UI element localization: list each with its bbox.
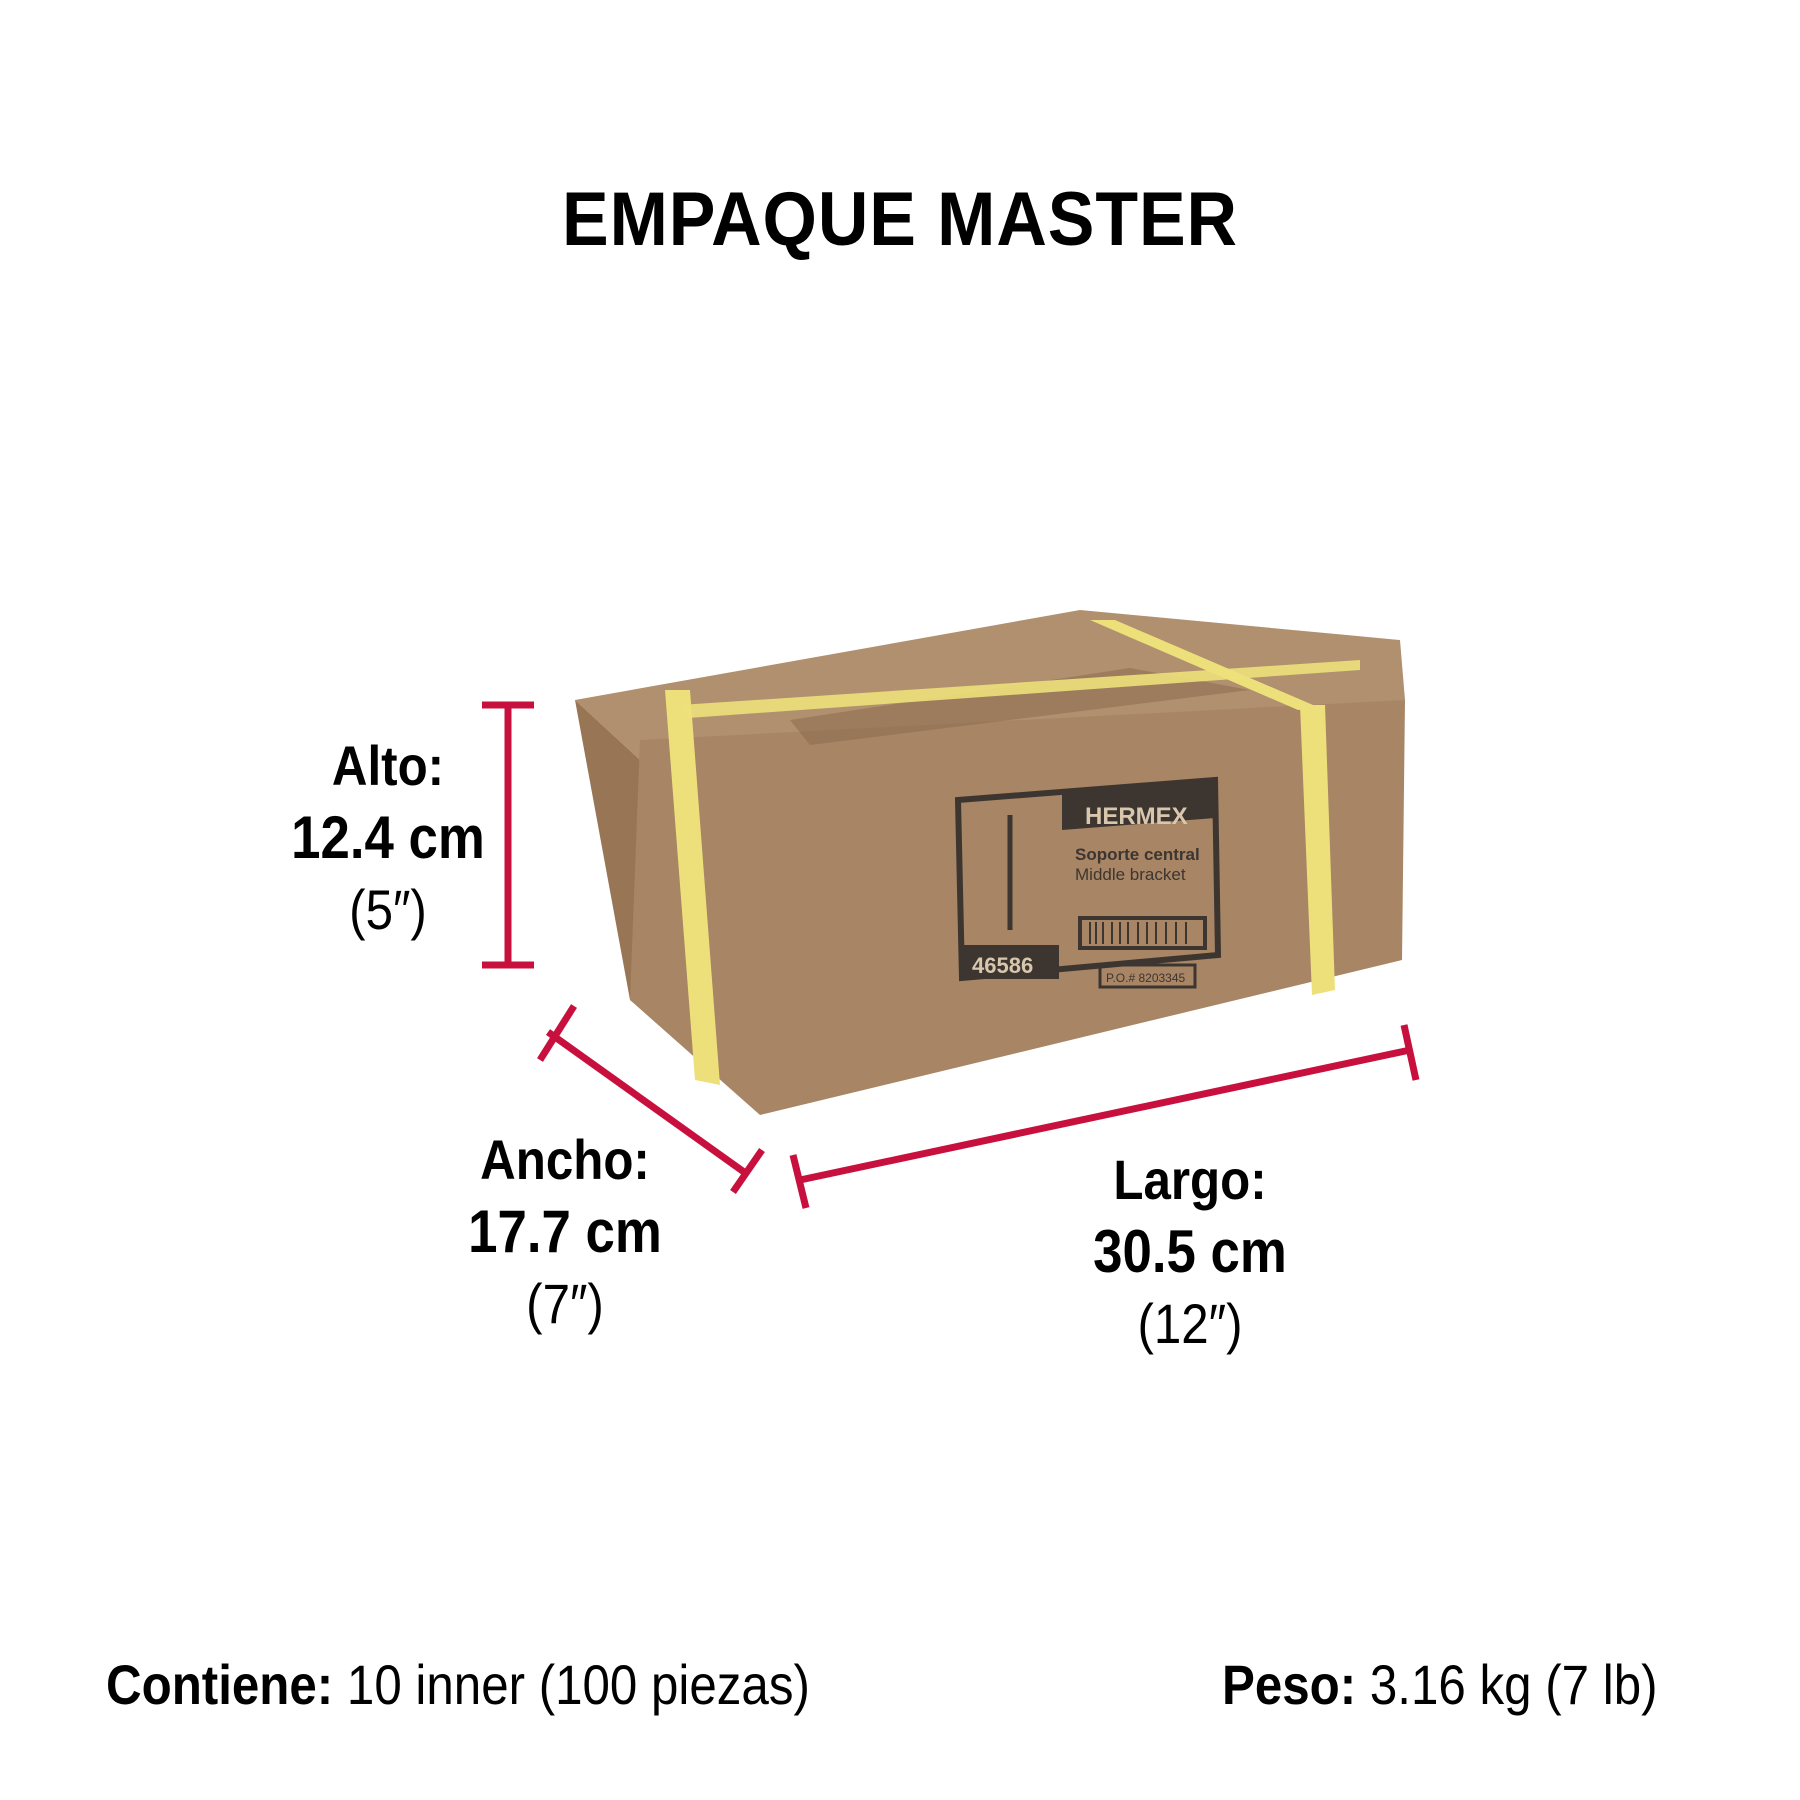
strap-right — [1300, 705, 1335, 995]
contents-info: Contiene: 10 inner (100 piezas) — [106, 1652, 810, 1717]
largo-label: Largo: — [1113, 1148, 1267, 1211]
alto-label: Alto: — [331, 734, 445, 797]
svg-text:HERMEX: HERMEX — [1085, 803, 1188, 830]
largo-inches: (12″) — [1137, 1292, 1243, 1355]
ancho-inches: (7″) — [526, 1272, 604, 1335]
alto-dimension-line — [482, 701, 534, 969]
strap-left — [665, 690, 720, 1085]
dimension-lines — [482, 701, 1420, 1209]
box-label: HERMEX Soporte central Middle bracket 46… — [954, 776, 1222, 989]
alto-dimension: Alto: 12.4 cm (5″) — [274, 738, 503, 938]
weight-info: Peso: 3.16 kg (7 lb) — [1222, 1652, 1658, 1717]
alto-cm: 12.4 cm — [291, 804, 485, 871]
ancho-dimension: Ancho: 17.7 cm (7″) — [446, 1132, 684, 1332]
ancho-cm: 17.7 cm — [468, 1198, 662, 1265]
peso-value: 3.16 kg (7 lb) — [1369, 1653, 1658, 1716]
box-front-face — [630, 700, 1405, 1115]
svg-text:Middle bracket: Middle bracket — [1075, 865, 1186, 884]
contiene-label: Contiene: — [106, 1653, 334, 1716]
contiene-value: 10 inner (100 piezas) — [346, 1653, 810, 1716]
svg-text:Soporte central: Soporte central — [1075, 845, 1200, 864]
peso-label: Peso: — [1222, 1653, 1357, 1716]
page-title: EMPAQUE MASTER — [562, 177, 1238, 262]
largo-dimension-line — [789, 1024, 1420, 1209]
alto-inches: (5″) — [349, 878, 427, 941]
svg-text:46586: 46586 — [972, 953, 1033, 978]
svg-text:P.O.# 8203345: P.O.# 8203345 — [1106, 971, 1186, 985]
ancho-label: Ancho: — [480, 1128, 650, 1191]
largo-cm: 30.5 cm — [1093, 1218, 1287, 1285]
largo-dimension: Largo: 30.5 cm (12″) — [1071, 1152, 1309, 1352]
ancho-dimension-line — [537, 1004, 765, 1194]
